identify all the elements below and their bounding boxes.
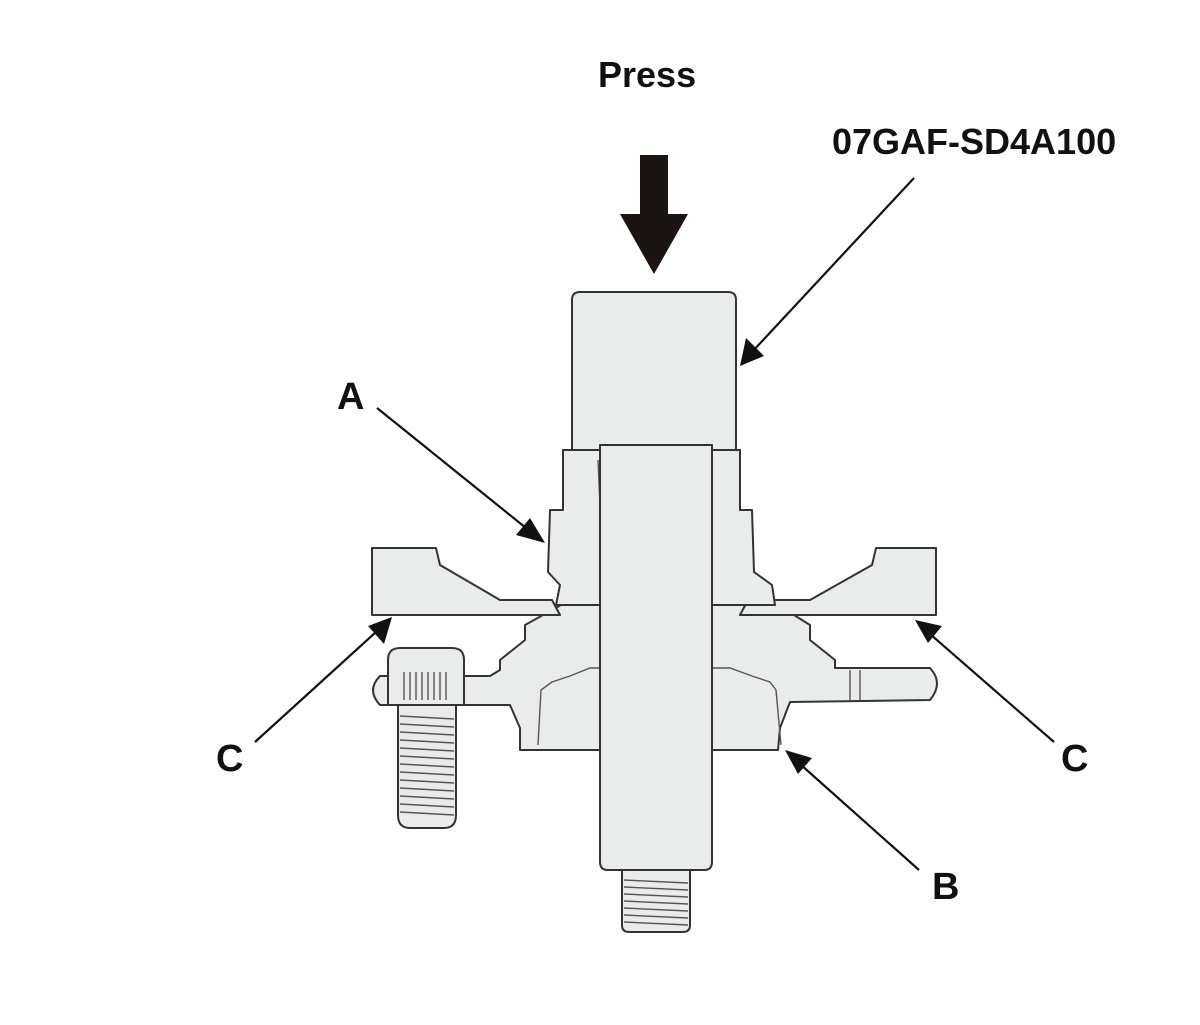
callout-b-label: B xyxy=(932,866,960,908)
callout-c-right-label: C xyxy=(1061,738,1089,780)
bearing-race xyxy=(537,667,782,746)
leader-tool-arrowhead xyxy=(740,338,764,366)
press-tool-head xyxy=(571,291,737,451)
stub-threads xyxy=(623,879,689,926)
hatch-line xyxy=(399,723,455,728)
support-plate-right xyxy=(739,547,937,616)
bolt-knurl xyxy=(403,672,447,700)
hatch-line xyxy=(399,795,455,800)
hatch-line xyxy=(623,893,689,898)
leader-c-right xyxy=(929,633,1055,743)
hatch-line xyxy=(623,900,689,905)
hatch-line xyxy=(399,787,455,792)
support-plate-left xyxy=(371,547,561,616)
callout-a-label: A xyxy=(337,376,365,418)
hatch-line xyxy=(399,747,455,752)
hatch-line xyxy=(399,803,455,808)
hatch-line xyxy=(399,755,455,760)
press-tool-thread-stub xyxy=(621,869,691,933)
hatch-line xyxy=(399,811,455,816)
hatch-line xyxy=(399,739,455,744)
hatch-line xyxy=(623,879,689,884)
leader-a-arrowhead xyxy=(516,518,545,543)
press-arrow xyxy=(620,155,688,274)
hatch-line xyxy=(399,763,455,768)
hatch-line xyxy=(399,771,455,776)
hatch-line xyxy=(623,914,689,919)
leader-c-left xyxy=(254,631,377,743)
tool-number-label: 07GAF-SD4A100 xyxy=(832,121,1117,162)
bolt-threads xyxy=(399,715,455,816)
leader-b-arrowhead xyxy=(785,750,812,774)
hatch-line xyxy=(623,921,689,926)
hatch-line xyxy=(623,886,689,891)
leader-a xyxy=(376,407,527,529)
leader-c-right-arrowhead xyxy=(915,620,942,643)
hatch-line xyxy=(399,731,455,736)
hub-bolt-head xyxy=(387,647,465,706)
press-label: Press xyxy=(598,54,697,95)
leader-c-left-arrowhead xyxy=(368,617,392,644)
leader-tool xyxy=(751,177,915,353)
hatch-line xyxy=(623,907,689,912)
leader-b xyxy=(799,763,920,871)
press-tool-shaft xyxy=(599,444,713,871)
callout-c-left-label: C xyxy=(216,738,244,780)
hatch-line xyxy=(399,715,455,720)
hatch-line xyxy=(399,779,455,784)
